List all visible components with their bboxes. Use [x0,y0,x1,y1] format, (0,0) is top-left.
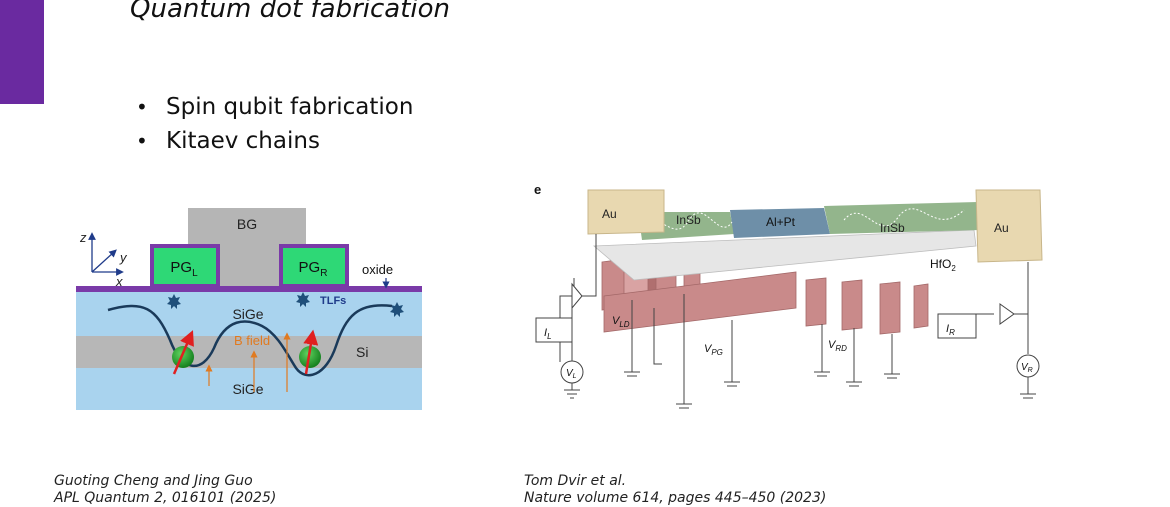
alpt-segment [730,208,830,238]
slide-title: Quantum dot fabrication [130,0,451,24]
ir-ammeter-box [937,313,977,339]
axis-z-label: z [79,230,87,245]
citation-right: Tom Dvir et al. Nature volume 614, pages… [524,473,826,507]
tlf-star-icon [296,292,310,307]
insb-right [824,202,980,234]
au-right-contact [975,189,1043,263]
citation-authors: Guoting Cheng and Jing Guo [54,473,253,489]
oxide-label: oxide [362,262,393,277]
hfo2-layer [592,229,977,281]
axis-x-label: x [115,274,123,289]
pg-left-label: PGL [170,259,198,279]
plunger-gate-right [279,244,349,288]
electron-left [172,346,194,368]
bullet-list: •Spin qubit fabrication •Kitaev chains [136,90,413,158]
bullet-item: •Spin qubit fabrication [136,90,413,124]
citation-authors: Tom Dvir et al. [524,473,627,489]
si-layer [76,336,422,368]
pg-right-label: PGR [299,259,328,279]
plunger-gate-left [150,244,220,288]
kitaev-chain-figure: e HfO2 InSb Al+Pt InSb Au Au [534,182,1043,409]
au-right-label: Au [994,221,1009,235]
vr-label: VR [1021,362,1033,374]
vl-source [560,360,584,384]
tlf-star-icon [390,302,404,317]
spin-arrow-left [172,330,194,375]
vld-label: VLD [612,315,630,329]
il-ammeter-box [535,317,573,343]
circuit-wires [559,234,1036,409]
spin-arrow-right [303,329,319,375]
citation-left: Guoting Cheng and Jing Guo APL Quantum 2… [54,473,276,507]
tlf-star-icon [167,294,181,309]
bg-label: BG [237,216,257,232]
citation-journal: APL Quantum 2, 016101 (2025) [54,490,277,506]
sige-top-layer [76,292,422,336]
accent-bar [0,0,44,104]
il-label: IL [544,327,552,341]
insb-right-label: InSb [880,221,905,235]
ir-label: IR [946,323,955,337]
sige-top-label: SiGe [232,306,263,322]
axis-y-label: y [119,250,128,265]
citation-journal: Nature volume 614, pages 445–450 (2023) [524,490,827,506]
si-label: Si [356,344,368,360]
wavefunction-right [843,208,965,227]
potential-curve [107,304,393,377]
vr-source [1016,354,1040,378]
axis-y [91,249,117,273]
panel-label: e [534,182,541,197]
vpg-label: VPG [704,343,723,357]
vl-label: VL [566,368,577,380]
oxide-layer [76,286,422,292]
sige-bottom-layer [76,368,422,410]
tlfs-label: TLFs [320,295,346,307]
vrd-label: VRD [828,339,847,353]
sige-bottom-label: SiGe [232,381,263,397]
au-left-contact [587,189,665,235]
bullet-text: Kitaev chains [166,128,320,154]
alpt-label: Al+Pt [766,215,796,229]
bfield-label: B field [234,333,270,348]
bullet-text: Spin qubit fabrication [166,94,414,120]
bullet-item: •Kitaev chains [136,124,413,158]
au-left-label: Au [602,207,617,221]
qd-device-figure: BG PGL PGR oxide TLFs SiGe Si SiGe B fie… [76,208,422,410]
hfo2-label: HfO2 [930,257,956,273]
